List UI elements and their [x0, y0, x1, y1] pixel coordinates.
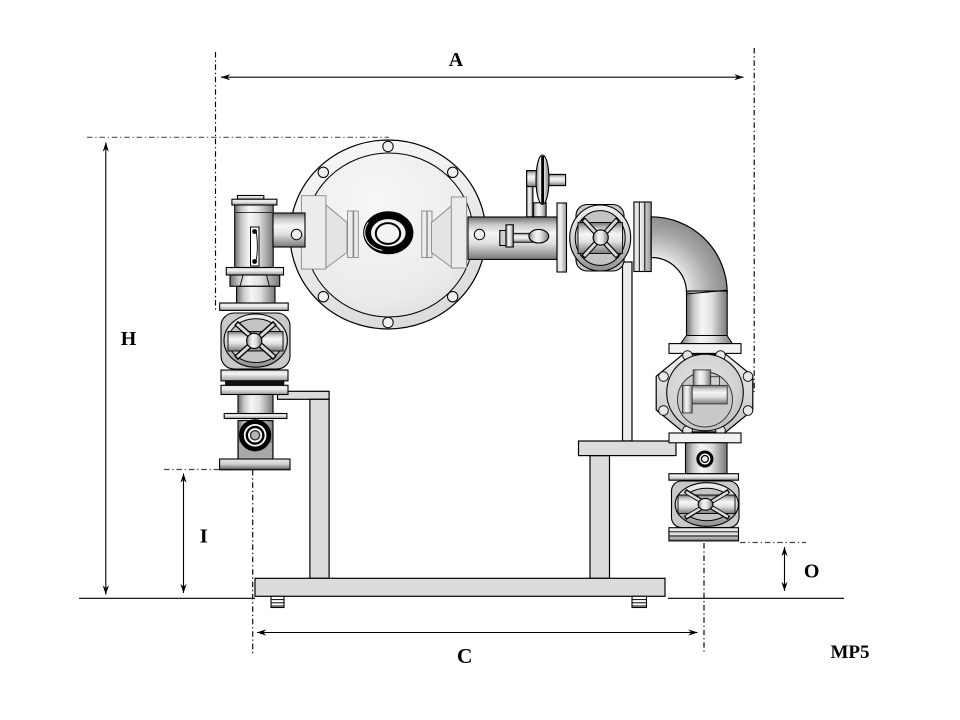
svg-text:A: A — [449, 49, 464, 71]
svg-text:MP5: MP5 — [830, 642, 869, 663]
svg-text:O: O — [804, 561, 820, 583]
svg-text:I: I — [200, 526, 208, 548]
svg-text:C: C — [457, 644, 473, 668]
svg-text:H: H — [121, 328, 137, 350]
